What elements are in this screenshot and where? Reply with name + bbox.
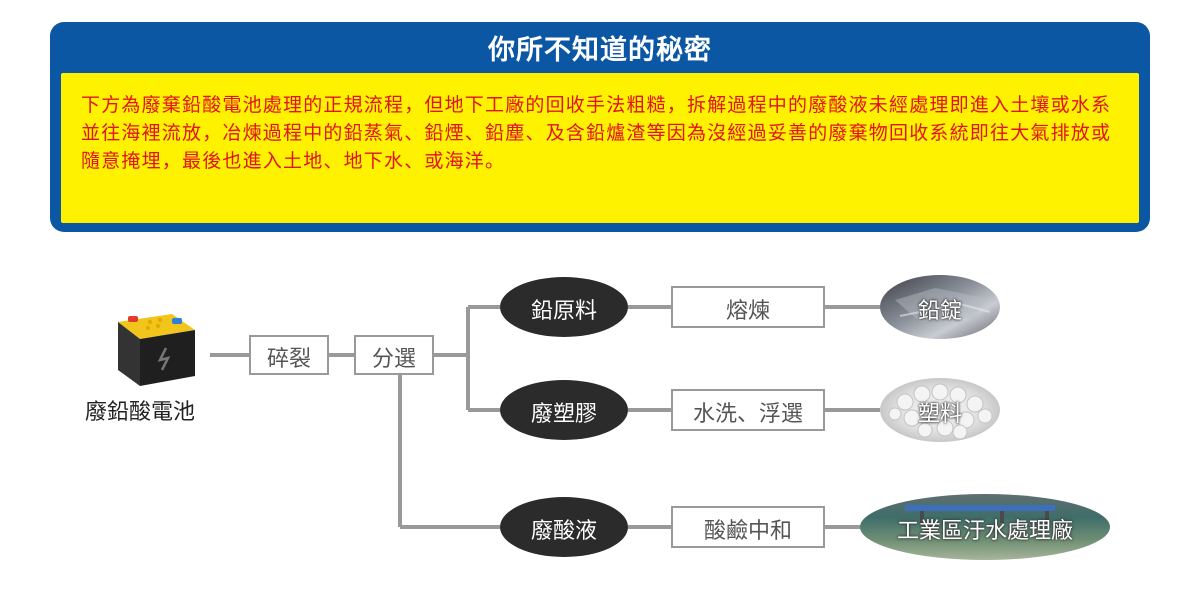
panel-title: 你所不知道的秘密 [488,35,712,66]
battery-icon [118,314,195,386]
sort-box [354,335,434,375]
lead-ingot-label: 鉛錠 [917,299,962,324]
crush-box [249,335,329,375]
plastic-pellets-image [880,378,1000,442]
step-crush-label: 碎裂 [266,347,311,372]
wash-box [671,389,825,431]
warning-box: 下方為廢棄鉛酸電池處理的正規流程，但地下工廠的回收手法粗糙，拆解過程中的廢酸液未… [61,73,1139,223]
step-sort-label: 分選 [371,347,416,372]
warning-text: 下方為廢棄鉛酸電池處理的正規流程，但地下工廠的回收手法粗糙，拆解過程中的廢酸液未… [81,94,1112,172]
smelt-label: 熔煉 [725,299,770,324]
plastic-waste-label: 廢塑膠 [530,402,597,427]
wash-float-label: 水洗、浮選 [692,402,803,427]
source-label: 廢鉛酸電池 [84,400,195,425]
wastewater-plant-image [860,494,1110,560]
connector-lines [210,305,880,529]
acid-waste-node [500,497,628,557]
acid-waste-label: 廢酸液 [530,519,597,544]
lead-material-node [500,277,628,337]
neutralize-box [671,506,825,548]
plastic-label: 塑料 [917,402,962,427]
lead-material-label: 鉛原料 [530,299,597,324]
lead-ingot-image [880,275,1000,339]
neutralize-label: 酸鹼中和 [703,519,792,544]
smelt-box [671,286,825,328]
secret-panel: 你所不知道的秘密 下方為廢棄鉛酸電池處理的正規流程，但地下工廠的回收手法粗糙，拆… [50,22,1150,232]
plastic-waste-node [500,380,628,440]
wastewater-plant-label: 工業區汙水處理廠 [896,519,1073,544]
